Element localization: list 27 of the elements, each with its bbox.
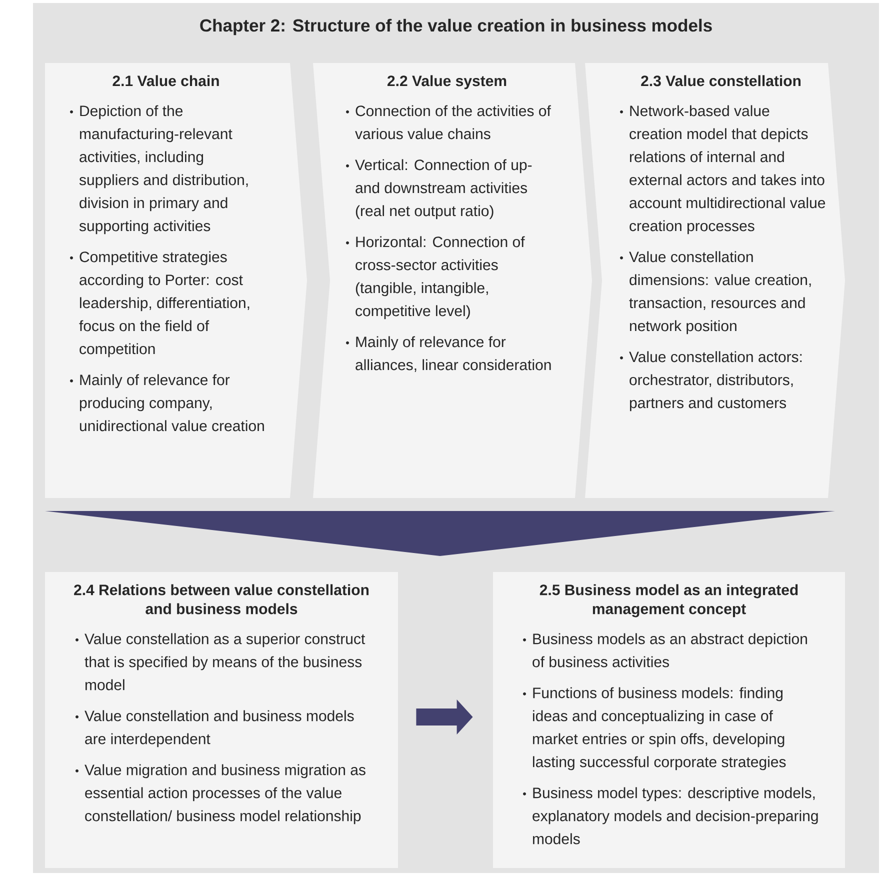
bullet-item: Connection of the activities of various value chains <box>346 105 551 140</box>
card-heading: 2.3 Value constellation <box>641 75 801 86</box>
bullet-item: Mainly of relevance for producing company, unidirectional value creation <box>70 374 264 432</box>
card-heading: 2.2 Value system <box>387 75 506 90</box>
card-heading: 2.1 Value chain <box>112 75 219 86</box>
content-box <box>45 572 398 868</box>
bullet-item: Network-based value creation model that depicts relations of internal and external actors and takes into account multidirectional value creation processes <box>620 105 826 234</box>
chevron-box <box>585 63 846 498</box>
title: Chapter 2: Structure of the value creation in business models <box>200 18 712 36</box>
bullet-item: Business model types: descriptive models, explanatory models and decision-preparing models <box>523 787 818 844</box>
bullet-item: Business models as an abstract depiction of business activities <box>523 633 807 668</box>
card-heading: 2.4 Relations between value constellation and business models <box>74 584 369 614</box>
chevron-box <box>313 63 592 498</box>
bullet-item: Value constellation actors: orchestrator, distributors, partners and customers <box>620 351 802 412</box>
bullet-item: Mainly of relevance for alliances, linear consideration <box>346 336 551 372</box>
chevron-box <box>45 63 307 498</box>
bullet-item: Competitive strategies according to Porter: cost leadership, differentiation, focus on the field of competition <box>70 251 250 358</box>
bullet-item: Functions of business models: finding ideas and conceptualizing in case of market entries or spin offs, developing lasting successful corporate strategies <box>523 687 786 770</box>
bullet-item: Value constellation as a superior construct that is specified by means of the business model <box>76 633 366 690</box>
bullet-item: Value migration and business migration as essential action processes of the value constellation/ business model relationship <box>76 764 366 824</box>
card-heading: 2.5 Business model as an integrated management concept <box>540 584 798 618</box>
bullet-item: Depiction of the manufacturing-relevant activities, including suppliers and distribution, division in primary and supporting activities <box>70 105 248 234</box>
bullet-item: Value constellation and business models are interdependent <box>76 710 354 748</box>
bullet-item: Value constellation dimensions: value creation, transaction, resources and network position <box>620 251 811 334</box>
content-box <box>493 572 846 868</box>
bullet-item: Vertical: Connection of up- and downstream activities (real net output ratio) <box>346 159 532 220</box>
bullet-item: Horizontal: Connection of cross-sector activities (tangible, intangible, competitive level) <box>346 236 525 320</box>
